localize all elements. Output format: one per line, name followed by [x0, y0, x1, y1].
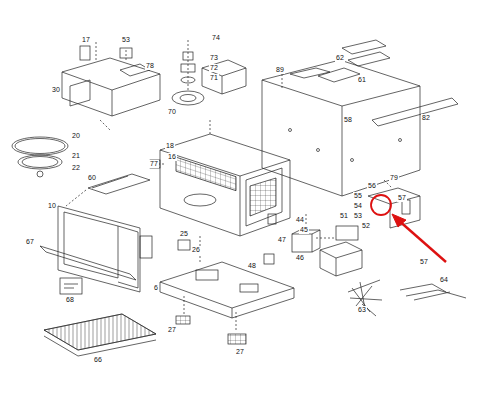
callout-number: 18: [165, 142, 175, 150]
door: [40, 190, 152, 292]
callout-number: 56: [367, 182, 377, 190]
callout-number: 66: [93, 356, 103, 364]
callout-number: 79: [389, 174, 399, 182]
callout-number: 27: [167, 326, 177, 334]
turntable: [12, 137, 68, 177]
callout-number: 26: [191, 246, 201, 254]
callout-number: 48: [247, 262, 257, 270]
callout-number: 52: [361, 222, 371, 230]
callout-number: 55: [353, 192, 363, 200]
vent-bracket: [368, 180, 420, 228]
callout-number: 17: [81, 36, 91, 44]
waveguide: [88, 174, 150, 194]
label-plate: [60, 278, 82, 294]
callout-number: 53: [353, 212, 363, 220]
callout-number: 54: [353, 202, 363, 210]
callout-number: 61: [357, 76, 367, 84]
callout-number: 44: [295, 216, 305, 224]
callout-number: 58: [343, 116, 353, 124]
base-plate: [160, 236, 294, 344]
callout-number: 78: [145, 62, 155, 70]
callout-number: 25: [179, 230, 189, 238]
cavity: [150, 120, 290, 236]
callout-number: 60: [87, 174, 97, 182]
outer-cabinet: [262, 40, 458, 196]
callout-number: 62: [335, 54, 345, 62]
top-assembly: [62, 40, 160, 130]
fan-motor: [172, 40, 246, 105]
callout-number: 74: [211, 34, 221, 42]
callout-number: 63: [357, 306, 367, 314]
callout-number: 57: [419, 258, 429, 266]
oven-rack: [44, 314, 156, 356]
callout-number: 30: [51, 86, 61, 94]
callout-number: 53: [121, 36, 131, 44]
callout-number: 51: [339, 212, 349, 220]
callout-number: 71: [209, 74, 219, 82]
callout-number: 67: [25, 238, 35, 246]
callout-number: 70: [167, 108, 177, 116]
callout-number: 16: [167, 153, 177, 161]
callout-number: 57: [397, 194, 407, 202]
highlight-marker: [371, 195, 446, 262]
callout-number: 21: [71, 152, 81, 160]
callout-number: 64: [439, 276, 449, 284]
electrical-parts: [264, 212, 362, 276]
callout-number: 72: [209, 64, 219, 72]
callout-number: 45: [299, 226, 309, 234]
callout-number: 89: [275, 66, 285, 74]
callout-number: 82: [421, 114, 431, 122]
callout-number: 22: [71, 164, 81, 172]
wire-harness: [348, 280, 466, 316]
callout-number: 77: [149, 160, 159, 168]
callout-number: 47: [277, 236, 287, 244]
callout-number: 20: [71, 132, 81, 140]
callout-number: 73: [209, 54, 219, 62]
callout-number: 27: [235, 348, 245, 356]
callout-number: 10: [47, 202, 57, 210]
callout-number: 68: [65, 296, 75, 304]
callout-number: 6: [153, 284, 159, 292]
callout-number: 46: [295, 254, 305, 262]
